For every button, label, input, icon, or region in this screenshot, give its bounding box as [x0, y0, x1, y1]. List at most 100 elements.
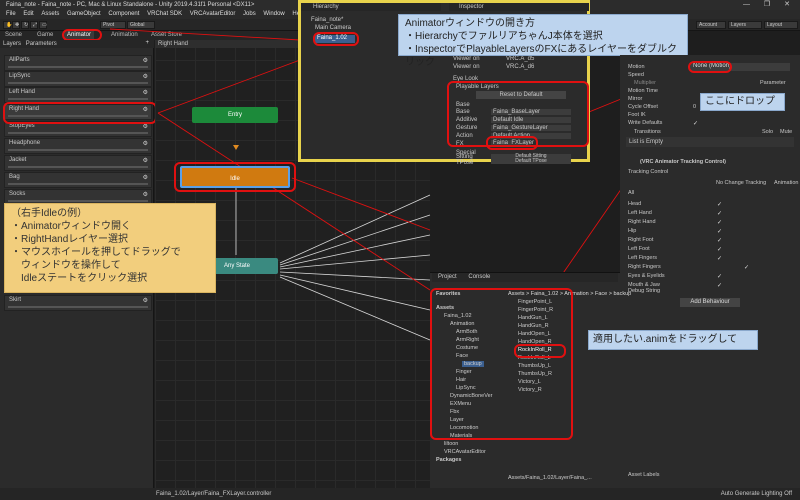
layer-item[interactable]: Headphone⚙ — [4, 138, 152, 154]
layout-dropdown[interactable]: Layout — [764, 21, 798, 29]
reset-to-default-button[interactable]: Reset to Default — [476, 91, 566, 99]
menu-assets[interactable]: Assets — [41, 11, 60, 17]
project-breadcrumb[interactable]: Assets > Faina_1.02 > Animation > Face >… — [508, 291, 632, 297]
tree-item[interactable]: EXMenu — [450, 401, 472, 407]
gear-icon[interactable]: ⚙ — [142, 158, 148, 164]
menu-file[interactable]: File — [6, 11, 16, 17]
weight-slider[interactable] — [8, 200, 148, 202]
tab-parameters[interactable]: Parameters — [25, 41, 57, 47]
tree-item-selected[interactable]: backup — [462, 361, 484, 367]
eye-look-foldout[interactable]: Eye Look — [453, 76, 479, 82]
tab-console[interactable]: Console — [468, 274, 491, 280]
tree-item[interactable]: Locomotion — [450, 425, 479, 431]
layers-dropdown[interactable]: Layers — [728, 21, 762, 29]
gear-icon[interactable]: ⚙ — [142, 58, 148, 64]
account-dropdown[interactable]: Account — [696, 21, 726, 29]
hierarchy-tab[interactable]: Hierarchy — [301, 3, 441, 11]
anim-file[interactable]: HandGun_R — [518, 323, 549, 329]
layer-row-value[interactable]: Default TPose — [491, 159, 571, 164]
breadcrumb[interactable]: Right Hand — [155, 40, 430, 48]
hierarchy-item[interactable]: Faina_note* — [311, 17, 344, 23]
anim-file-selected[interactable]: RockInRoll_R — [518, 347, 552, 353]
add-behaviour-button[interactable]: Add Behaviour — [680, 298, 740, 307]
menu-edit[interactable]: Edit — [23, 11, 34, 17]
tree-item[interactable]: DynamicBoneVer — [450, 393, 493, 399]
anim-file[interactable]: Victory_L — [518, 379, 541, 385]
state-idle[interactable]: Idle — [180, 166, 290, 188]
menu-jobs[interactable]: Jobs — [243, 11, 256, 17]
layer-item[interactable]: StopEyes⚙ — [4, 121, 152, 137]
weight-slider[interactable] — [8, 166, 148, 168]
anim-file[interactable]: HandOpen_L — [518, 331, 551, 337]
cycle-offset-value[interactable]: 0 — [693, 104, 697, 110]
weight-slider[interactable] — [8, 115, 148, 117]
anim-file[interactable]: FingerPoint_R — [518, 307, 554, 313]
tab-animator[interactable]: Animator — [64, 31, 95, 40]
weight-slider[interactable] — [8, 149, 148, 151]
hand-tool-icon[interactable]: ✋ — [3, 21, 12, 29]
anim-file[interactable]: HandOpen_R — [518, 339, 552, 345]
gear-icon[interactable]: ⚙ — [142, 192, 148, 198]
window-controls[interactable]: — ❐ ✕ — [742, 1, 796, 8]
anim-file[interactable]: RockInRoll_L — [518, 355, 551, 361]
tree-item[interactable]: LipSync — [456, 385, 476, 391]
tree-item[interactable]: Faina_1.02 — [444, 313, 472, 319]
tree-item[interactable]: liltoon — [444, 441, 459, 447]
tracking-checkbox[interactable]: ✓ — [717, 247, 723, 253]
layer-row-value[interactable]: Default Idle — [491, 117, 571, 123]
scale-tool-icon[interactable]: ⤢ — [30, 21, 38, 29]
state-entry[interactable]: Entry — [192, 107, 278, 123]
tab-project[interactable]: Project — [438, 274, 457, 280]
tab-asset-store[interactable]: Asset Store — [151, 32, 183, 38]
weight-slider[interactable] — [8, 66, 148, 68]
anim-file[interactable]: Victory_R — [518, 387, 542, 393]
tracking-checkbox[interactable]: ✓ — [744, 265, 750, 271]
tab-scene[interactable]: Scene — [5, 32, 23, 38]
weight-slider[interactable] — [8, 183, 148, 185]
tree-item[interactable]: Hair — [456, 377, 467, 383]
weight-slider[interactable] — [8, 82, 148, 84]
menu-window[interactable]: Window — [263, 11, 285, 17]
gear-icon[interactable]: ⚙ — [142, 124, 148, 130]
menu-gameobject[interactable]: GameObject — [67, 11, 101, 17]
playable-layers-foldout[interactable]: Playable Layers — [456, 84, 499, 90]
layer-item[interactable]: AllParts⚙ — [4, 55, 152, 71]
tracking-checkbox[interactable]: ✓ — [717, 283, 723, 289]
menu-vrcavatareditor[interactable]: VRCAvatarEditor — [189, 11, 236, 17]
anim-file[interactable]: HandGun_L — [518, 315, 548, 321]
tree-item[interactable]: Costume — [456, 345, 479, 351]
rotate-tool-icon[interactable]: ↻ — [21, 21, 29, 29]
rect-tool-icon[interactable]: ▭ — [39, 21, 47, 29]
tracking-checkbox[interactable]: ✓ — [717, 211, 723, 217]
gear-icon[interactable]: ⚙ — [142, 175, 148, 181]
weight-slider[interactable] — [8, 98, 148, 100]
tree-item[interactable]: Fbx — [450, 409, 460, 415]
tracking-checkbox[interactable]: ✓ — [717, 274, 723, 280]
add-layer-button[interactable]: + — [145, 40, 149, 46]
tab-game[interactable]: Game — [37, 32, 54, 38]
tree-item[interactable]: ArmBoth — [456, 329, 478, 335]
anim-file[interactable]: ThumbsUp_L — [518, 363, 552, 369]
gear-icon[interactable]: ⚙ — [142, 107, 148, 113]
tree-item[interactable]: Assets — [436, 305, 455, 311]
global-toggle[interactable]: Global — [127, 21, 155, 29]
tab-animation[interactable]: Animation — [111, 32, 138, 38]
menu-component[interactable]: Component — [108, 11, 140, 17]
gear-icon[interactable]: ⚙ — [142, 141, 148, 147]
fx-layer-field[interactable]: Faina_FXLayer — [491, 140, 535, 147]
hierarchy-item-selected[interactable]: Faina_1.02 — [315, 35, 355, 43]
layer-item-right-hand[interactable]: Right Hand⚙ — [4, 104, 152, 120]
tree-item[interactable]: Animation — [450, 321, 475, 327]
weight-slider[interactable] — [8, 132, 148, 134]
move-tool-icon[interactable]: ✥ — [12, 21, 20, 29]
layer-row-value[interactable]: Faina_GestureLayer — [491, 125, 571, 131]
tracking-checkbox[interactable]: ✓ — [717, 256, 723, 262]
tree-item[interactable]: VRCAvatarEditor — [444, 449, 486, 455]
tracking-checkbox[interactable]: ✓ — [717, 220, 723, 226]
tree-item[interactable]: Packages — [436, 457, 462, 463]
state-any-state[interactable]: Any State — [196, 258, 278, 274]
layer-row-value[interactable]: Faina_BaseLayer — [491, 109, 571, 115]
inspector-tab[interactable]: Inspector — [449, 3, 589, 11]
motion-field[interactable]: None (Motion) — [690, 63, 790, 71]
anim-file[interactable]: ThumbsUp_R — [518, 371, 552, 377]
